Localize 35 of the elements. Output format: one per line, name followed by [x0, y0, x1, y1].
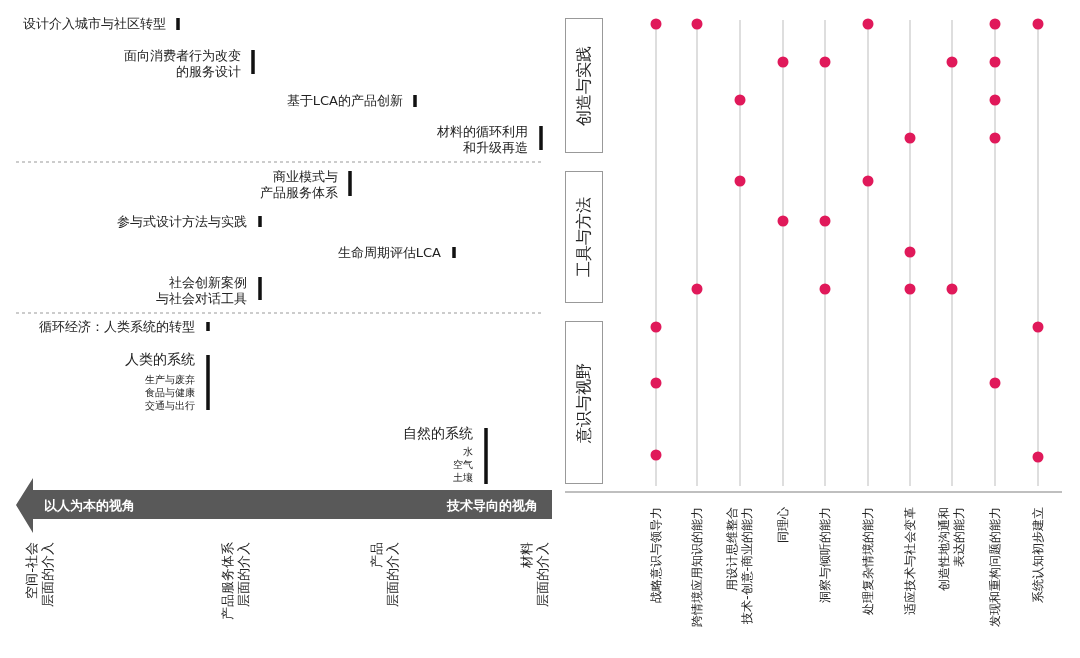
column-label: 同理心	[775, 507, 791, 543]
column-label: 用设计思维整合技术-创意-商业的能力	[725, 507, 755, 624]
column-label: 系统认知初步建立	[1030, 507, 1046, 603]
column-label: 洞察与倾听的能力	[817, 507, 833, 603]
arrow-label: 以人为本的视角	[44, 497, 135, 515]
category-label: 创造与实践	[573, 45, 594, 126]
topic-label: 设计介入城市与社区转型	[23, 16, 166, 33]
topic-label: 参与式设计方法与实践	[117, 214, 247, 231]
topic-label: 材料的循环利用和升级再造	[437, 124, 528, 157]
topic-label: 循环经济：人类系统的转型	[39, 319, 195, 336]
category-box	[565, 18, 603, 153]
topic-label: 基于LCA的产品创新	[286, 93, 403, 110]
category-label: 工具与方法	[573, 197, 594, 277]
topic-label: 商业模式与产品服务体系	[260, 169, 338, 202]
column-label: 适应技术与社会变革	[902, 507, 918, 615]
list-item-text: 食品与健康	[145, 387, 195, 400]
column-label: 跨情境应用知识的能力	[689, 507, 705, 627]
category-box	[565, 321, 603, 484]
list-item-text: 土壤	[453, 472, 473, 485]
topic-label: 社会创新案例与社会对话工具	[156, 275, 247, 308]
column-label: 创造性地沟通和表达的能力	[937, 507, 967, 591]
topic-label: 生命周期评估LCA	[337, 245, 441, 262]
list-item-text: 水	[463, 446, 473, 459]
list-item-text: 空气	[453, 459, 473, 472]
topic-label: 人类的系统	[125, 351, 195, 368]
column-label: 战略意识与领导力	[648, 507, 664, 603]
arrow-label: 技术导向的视角	[447, 497, 538, 515]
column-label: 发现和重构问题的能力	[987, 507, 1003, 627]
list-item-text: 生产与废弃	[145, 374, 195, 387]
category-box	[565, 171, 603, 303]
topic-label: 自然的系统	[403, 425, 473, 442]
topic-label: 面向消费者行为改变的服务设计	[124, 48, 241, 81]
list-item-text: 交通与出行	[145, 400, 195, 413]
column-label: 处理复杂情境的能力	[860, 507, 876, 615]
category-label: 意识与视野	[573, 362, 594, 443]
